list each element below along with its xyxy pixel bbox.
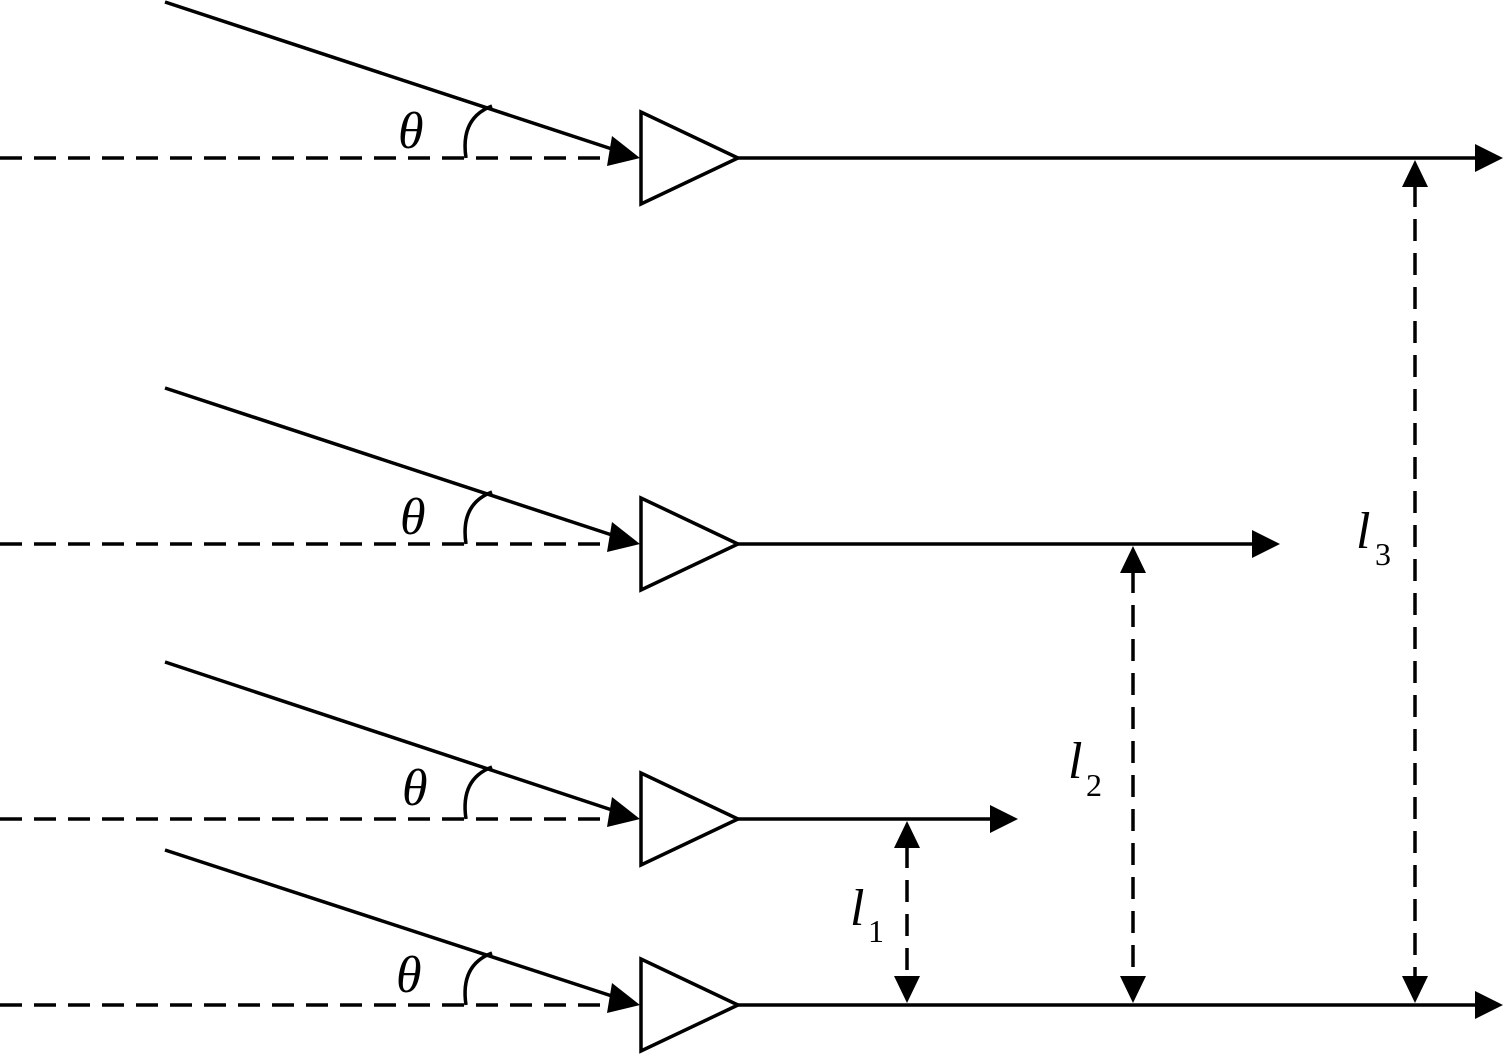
angle-label: θ [398, 103, 424, 160]
output-arrowhead [990, 805, 1018, 833]
angle-arc [463, 951, 493, 1006]
angle-arc [463, 490, 493, 545]
amplifier-triangle [639, 956, 743, 1054]
angle-label: θ [400, 489, 426, 546]
incident-ray [164, 0, 619, 153]
output-arrowhead [1475, 991, 1503, 1019]
incident-ray [164, 660, 619, 814]
output-arrowhead [1475, 144, 1503, 172]
dimension-arrowhead-top [1120, 546, 1146, 573]
element-row-2: θ [0, 386, 1280, 593]
incident-arrowhead [607, 983, 640, 1013]
element-row-4: θ [0, 848, 1503, 1054]
incident-arrowhead [607, 797, 640, 827]
amplifier-triangle [639, 770, 743, 868]
dimension-arrowhead-bottom [1120, 976, 1146, 1003]
dimension-arrowhead-bottom [894, 976, 920, 1003]
angle-label: θ [402, 760, 428, 817]
incident-ray [164, 386, 619, 539]
angle-arc [463, 765, 493, 820]
incident-ray [164, 848, 619, 1000]
incident-arrowhead [607, 522, 640, 552]
dimension-arrowhead-bottom [1402, 976, 1428, 1003]
angle-arc [463, 104, 493, 159]
amplifier-triangle [639, 109, 743, 207]
dimension-arrowhead-top [894, 821, 920, 848]
amplifier-triangle [639, 495, 743, 593]
element-row-3: θ [0, 660, 1018, 868]
angle-label: θ [396, 947, 422, 1004]
dimension-arrowhead-top [1402, 160, 1428, 187]
element-row-1: θ [0, 0, 1503, 207]
incident-arrowhead [607, 136, 640, 166]
output-arrowhead [1252, 530, 1280, 558]
